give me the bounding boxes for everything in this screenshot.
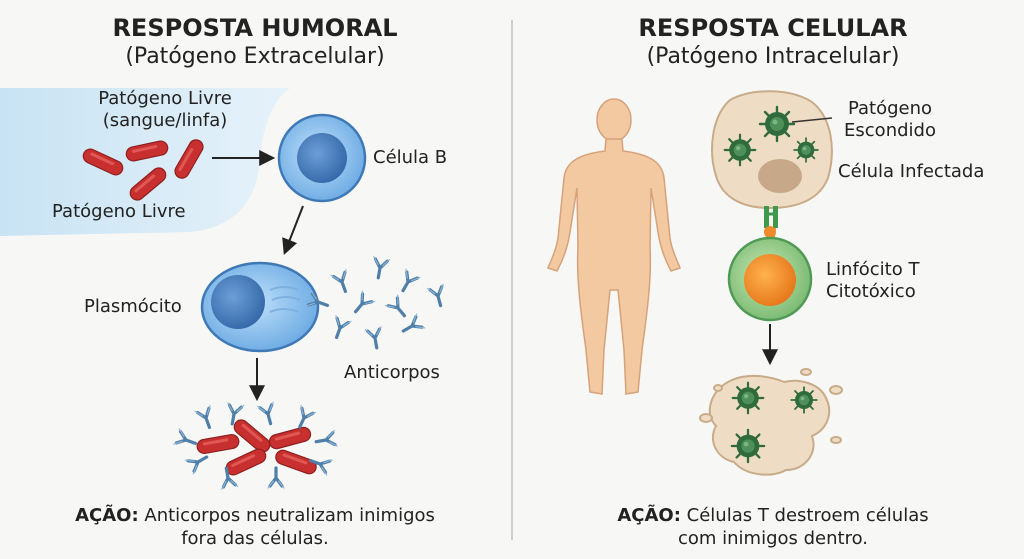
free-pathogen-bottom-label: Patógeno Livre <box>52 201 186 222</box>
hidden-pathogen-pointer <box>791 117 833 123</box>
humoral-action: AÇÃO: Anticorpos neutralizam inimigos fo… <box>30 504 480 550</box>
t-cell-label: Linfócito T Citotóxico <box>826 259 919 303</box>
fluid-region <box>0 88 290 236</box>
cellular-action-text1: Células T destroem células <box>686 505 929 526</box>
antibody-cluster <box>304 255 450 351</box>
b-cell <box>277 113 367 203</box>
cytotoxic-t-cell <box>727 236 813 322</box>
t-cell-line1: Linfócito T <box>826 259 920 280</box>
cellular-action: AÇÃO: Células T destroem células com ini… <box>548 504 998 550</box>
humoral-action-text1: Anticorpos neutralizam inimigos <box>144 505 435 526</box>
humoral-action-line1: AÇÃO: Anticorpos neutralizam inimigos <box>30 504 480 527</box>
hidden-pathogen-line2: Escondido <box>844 120 936 141</box>
cellular-action-line2: com inimigos dentro. <box>677 528 869 549</box>
antibodies-label: Anticorpos <box>344 362 440 383</box>
cellular-action-line1: AÇÃO: Células T destroem células <box>548 504 998 527</box>
infected-cell-label: Célula Infectada <box>838 161 985 182</box>
free-pathogen-top-line1: Patógeno Livre <box>98 88 232 109</box>
cellular-subtitle: (Patógeno Intracelular) <box>646 44 900 69</box>
b-cell-label: Célula B <box>373 147 448 168</box>
cellular-action-label: AÇÃO: <box>617 505 681 526</box>
free-pathogen-top-line2: (sangue/linfa) <box>102 110 228 131</box>
plasma-cell <box>200 261 320 353</box>
arrow-to-plasma-cell <box>282 205 304 255</box>
plasma-cell-label: Plasmócito <box>84 296 182 317</box>
humoral-title: RESPOSTA HUMORAL <box>112 14 398 42</box>
infected-cell <box>711 90 833 210</box>
t-cell-line2: Citotóxico <box>826 281 916 302</box>
free-pathogen-top-label: Patógeno Livre (sangue/linfa) <box>60 88 270 132</box>
human-body <box>547 98 681 395</box>
humoral-subtitle: (Patógeno Extracelular) <box>125 44 385 69</box>
destroyed-cell <box>699 368 843 476</box>
hidden-pathogen-label: Patógeno Escondido <box>832 98 948 142</box>
hidden-pathogen-line1: Patógeno <box>847 98 933 119</box>
humoral-action-line2: fora das células. <box>181 528 329 549</box>
neutralized-pathogen-cluster <box>172 400 339 491</box>
humoral-action-label: AÇÃO: <box>75 505 139 526</box>
cellular-title: RESPOSTA CELULAR <box>638 14 908 42</box>
